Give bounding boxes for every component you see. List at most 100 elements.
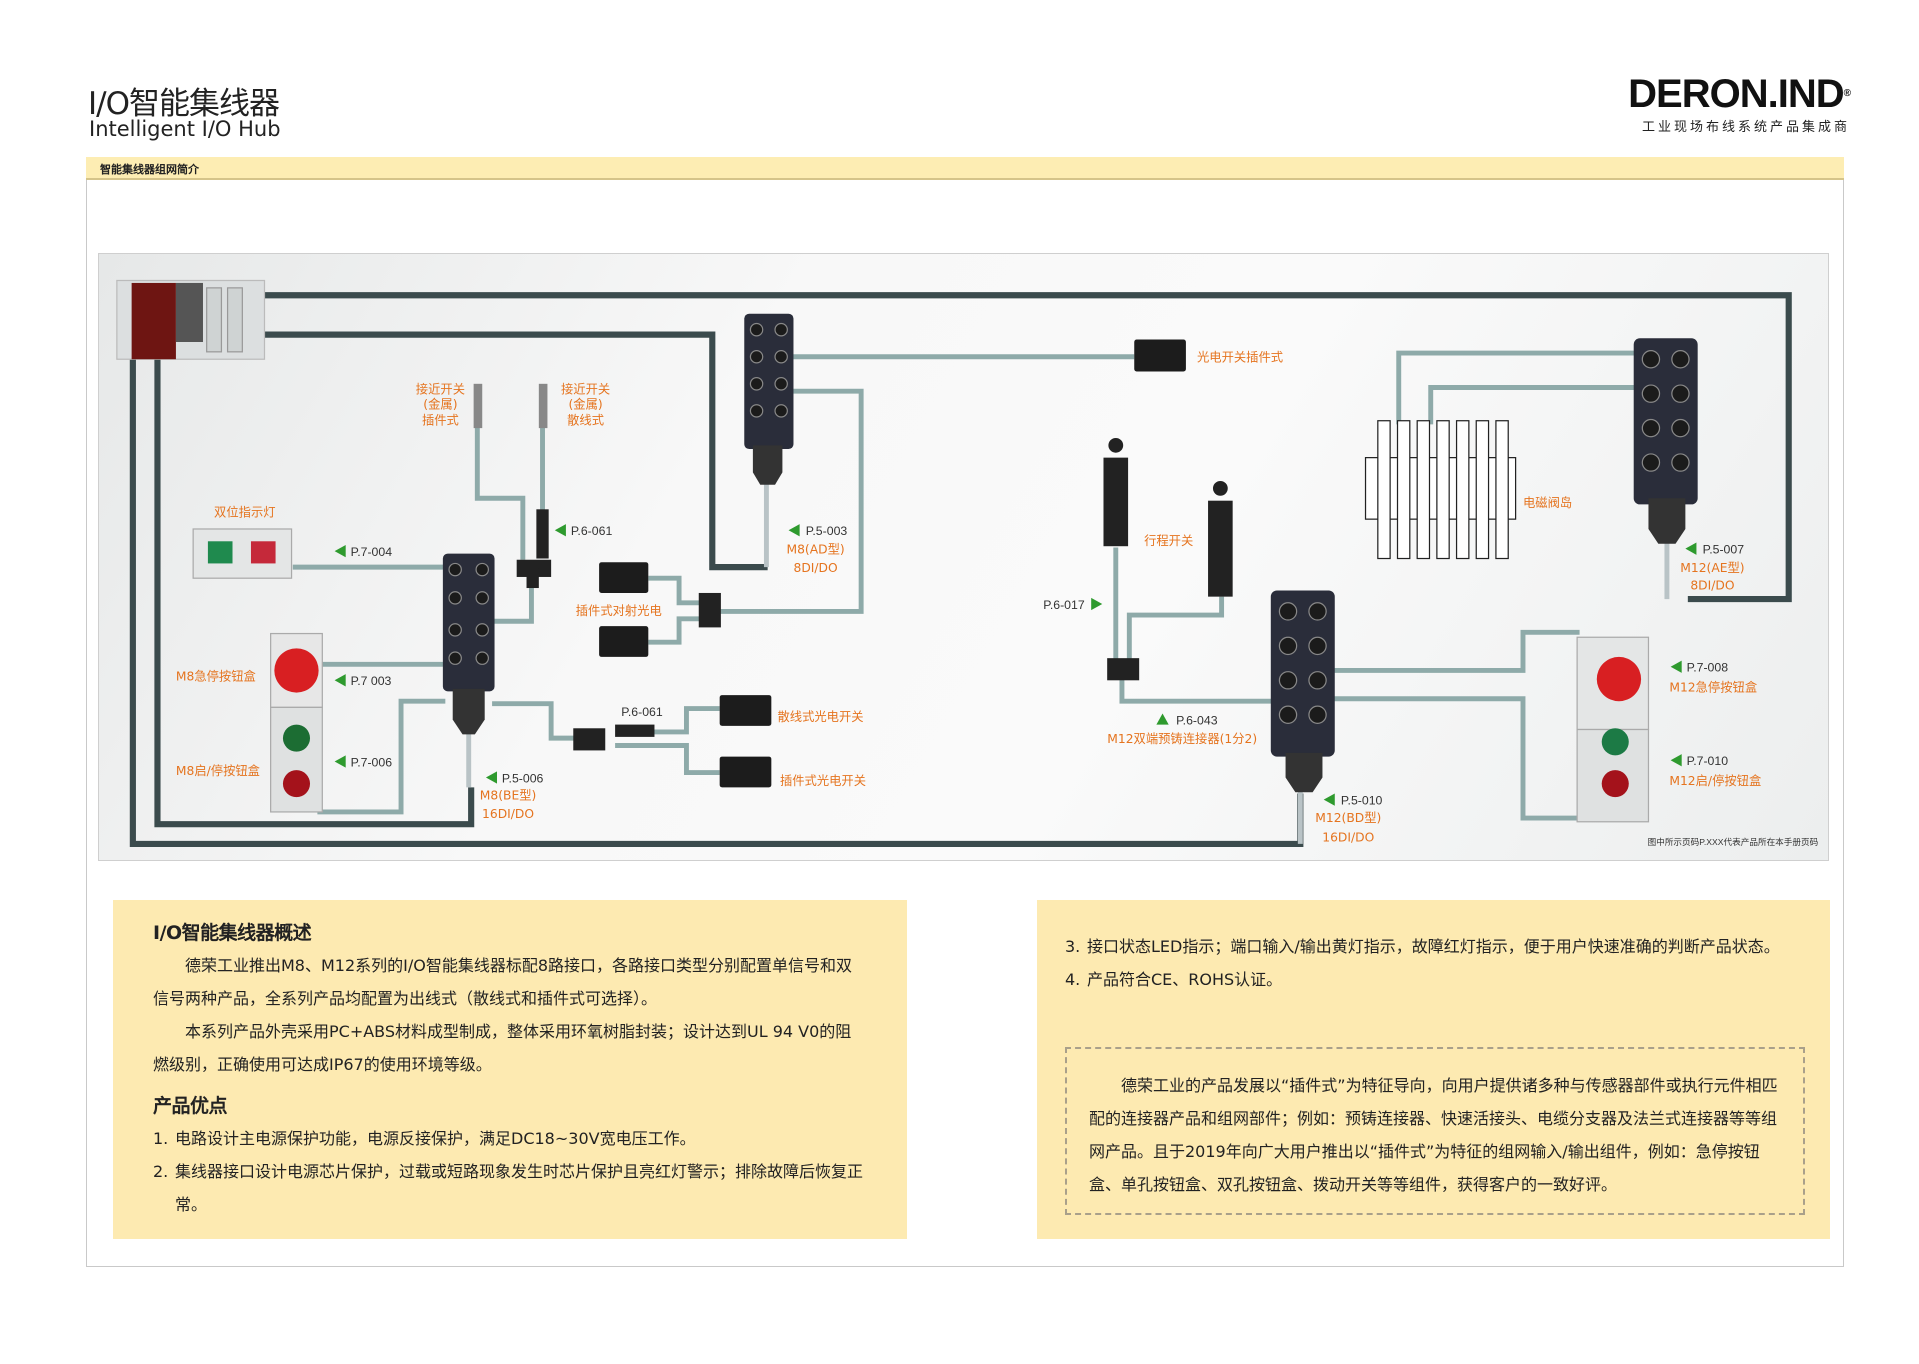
- m8-estop-box-icon: [270, 632, 323, 708]
- branch-cable: [492, 701, 589, 741]
- page-ref: P.7-004: [351, 545, 393, 559]
- advantage-text: 电路设计主电源保护功能，电源反接保护，满足DC18~30V宽电压工作。: [175, 1129, 696, 1148]
- label-proximity-wired: (金属): [568, 396, 602, 411]
- section-bar: 智能集线器组网简介: [86, 157, 1844, 180]
- advantage-item: 4. 产品符合CE、ROHS认证。: [1065, 963, 1802, 996]
- advantage-item: 1. 电路设计主电源保护功能，电源反接保护，满足DC18~30V宽电压工作。: [153, 1122, 867, 1155]
- label-m12-estop: M12急停按钮盒: [1669, 679, 1757, 694]
- label-m8-start-stop: M8启/停按钮盒: [176, 763, 260, 778]
- page-ref: P.5-007: [1703, 543, 1745, 557]
- page-ref: P.6-061: [621, 705, 663, 719]
- page-ref: P.5-006: [502, 771, 544, 785]
- branch-cable: [648, 575, 704, 606]
- advantages-heading: 产品优点: [153, 1095, 228, 1117]
- pointer-arrows: [334, 524, 1697, 806]
- label-hub-io: 16DI/DO: [482, 807, 534, 821]
- label-hub-io: 16DI/DO: [1322, 830, 1374, 844]
- arrow-left-icon: [1323, 793, 1335, 806]
- page-ref: P.5-003: [806, 524, 848, 538]
- label-proximity-plug: 接近开关: [416, 382, 465, 397]
- label-limit-switch: 行程开关: [1144, 533, 1193, 548]
- label-photo-wired: 散线式光电开关: [777, 709, 863, 724]
- logo-reg: ®: [1843, 88, 1851, 99]
- overview-panel: I/O智能集线器概述 德荣工业推出M8、M12系列的I/O智能集线器标配8路接口…: [113, 900, 907, 1239]
- label-hub-io: 8DI/DO: [1690, 578, 1734, 592]
- io-hub-m12-bd-icon: [1270, 590, 1335, 793]
- page-ref: P.5-010: [1341, 794, 1383, 808]
- branch-cable: [1119, 679, 1274, 704]
- arrow-up-icon: [1156, 713, 1169, 725]
- arrow-left-icon: [485, 771, 498, 784]
- logo-brand: DERON.IND: [1628, 72, 1844, 116]
- branch-cable: [1332, 629, 1580, 673]
- diagram-footnote: 图中所示页码P.XXX代表产品所在本手册页码: [1648, 836, 1819, 847]
- label-hub-type: M8(BE型): [480, 789, 537, 803]
- advantage-num: 1.: [153, 1129, 169, 1148]
- trunk-cable: [264, 292, 1792, 603]
- branch-cable: [317, 698, 446, 815]
- m8-start-stop-box-icon: [270, 706, 323, 813]
- page-ref: P.7 003: [351, 674, 392, 688]
- arrow-left-icon: [334, 674, 346, 687]
- label-m12-splitter: M12双端预铸连接器(1分2): [1107, 731, 1257, 746]
- advantage-num: 2.: [153, 1162, 169, 1181]
- arrow-left-icon: [334, 544, 346, 558]
- label-hub-type: M8(AD型): [787, 543, 845, 557]
- solenoid-valve-island-icon: [1364, 420, 1517, 560]
- label-proximity-plug: 插件式: [422, 413, 459, 427]
- label-hub-type: M12(BD型): [1315, 811, 1381, 825]
- arrow-left-icon: [1670, 660, 1682, 673]
- company-note-box: 德荣工业的产品发展以“插件式”为特征导向，向用户提供诸多种与传感器部件或执行元件…: [1065, 1047, 1805, 1215]
- plc-icon: [116, 279, 266, 360]
- proximity-sensor-icon: [473, 383, 549, 559]
- arrow-left-icon: [1670, 754, 1682, 767]
- arrow-left-icon: [334, 755, 346, 768]
- advantage-item: 2. 集线器接口设计电源芯片保护，过载或短路现象发生时芯片保护且亮红灯警示；排除故…: [153, 1155, 867, 1221]
- page-subtitle: Intelligent I/O Hub: [89, 117, 281, 141]
- label-thru-beam: 插件式对射光电: [576, 603, 662, 618]
- io-hub-m12-ae-icon: [1633, 338, 1698, 544]
- io-hub-m8-be-icon: [442, 553, 495, 735]
- label-m8-estop: M8急停按钮盒: [176, 668, 256, 683]
- page-title: I/O智能集线器: [88, 86, 280, 122]
- label-proximity-wired: 接近开关: [561, 382, 610, 397]
- arrow-left-icon: [554, 524, 566, 537]
- branch-cables: [292, 350, 1670, 844]
- branch-cable: [615, 743, 720, 776]
- trunk-cable: [154, 359, 475, 828]
- branch-cable: [1428, 385, 1637, 425]
- branch-cable: [474, 424, 526, 560]
- branch-cable: [1332, 696, 1580, 821]
- advantage-item: 3. 接口状态LED指示；端口输入/输出黄灯指示，故障红灯指示，便于用户快速准确的…: [1065, 930, 1802, 963]
- label-hub-io: 8DI/DO: [794, 561, 838, 575]
- overview-heading: I/O智能集线器概述: [153, 922, 312, 944]
- overview-paragraph: 德荣工业推出M8、M12系列的I/O智能集线器标配8路接口，各路接口类型分别配置…: [153, 956, 853, 1008]
- overview-paragraph: 本系列产品外壳采用PC+ABS材料成型制成，整体采用环氧树脂封装；设计达到UL …: [153, 1022, 852, 1074]
- label-m12-start-stop: M12启/停按钮盒: [1669, 773, 1761, 788]
- label-photo-plug-2: 光电开关插件式: [1197, 351, 1283, 365]
- branch-cable: [719, 388, 864, 614]
- m12-button-box-icon: [1576, 636, 1650, 823]
- arrow-right-icon: [1091, 597, 1103, 611]
- logo: DERON.IND® 工业现场布线系统产品集成商: [1605, 72, 1851, 135]
- arrow-left-icon: [1685, 542, 1697, 555]
- advantage-text: 产品符合CE、ROHS认证。: [1087, 970, 1283, 989]
- label-dual-light: 双位指示灯: [214, 505, 276, 520]
- page-ref: P.7-010: [1687, 754, 1729, 768]
- advantage-text: 集线器接口设计电源芯片保护，过载或短路现象发生时芯片保护且亮红灯警示；排除故障后…: [175, 1162, 864, 1214]
- label-photo-plug: 插件式光电开关: [780, 774, 866, 788]
- advantage-num: 3.: [1065, 937, 1081, 956]
- label-hub-type: M12(AE型): [1680, 561, 1744, 575]
- arrow-left-icon: [788, 524, 800, 537]
- photoelectric-sensor-icon: [599, 339, 1186, 788]
- advantage-num: 4.: [1065, 970, 1081, 989]
- trunk-cable: [264, 331, 768, 571]
- page-ref: P.6-043: [1176, 714, 1218, 728]
- page-ref: P.6-061: [571, 524, 613, 538]
- advantage-text: 接口状态LED指示；端口输入/输出黄灯指示，故障红灯指示，便于用户快速准确的判断…: [1087, 937, 1780, 956]
- page-ref: P.7-006: [351, 755, 393, 769]
- t-connector-icon: [516, 559, 1140, 751]
- branch-cable: [1396, 350, 1637, 425]
- label-proximity-wired: 散线式: [567, 412, 604, 427]
